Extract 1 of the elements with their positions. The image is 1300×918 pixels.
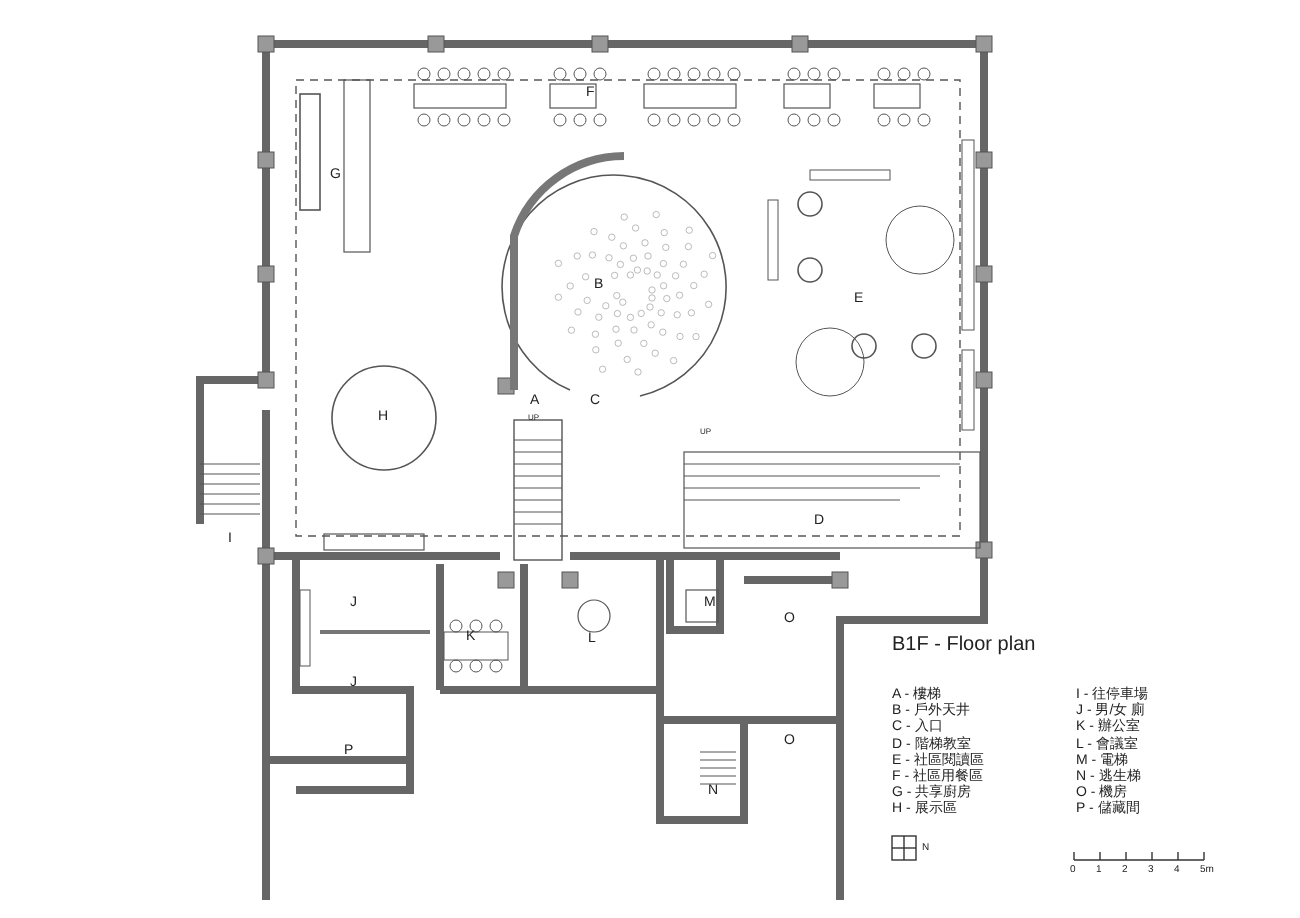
plan-title: B1F - Floor plan [892, 636, 1036, 656]
